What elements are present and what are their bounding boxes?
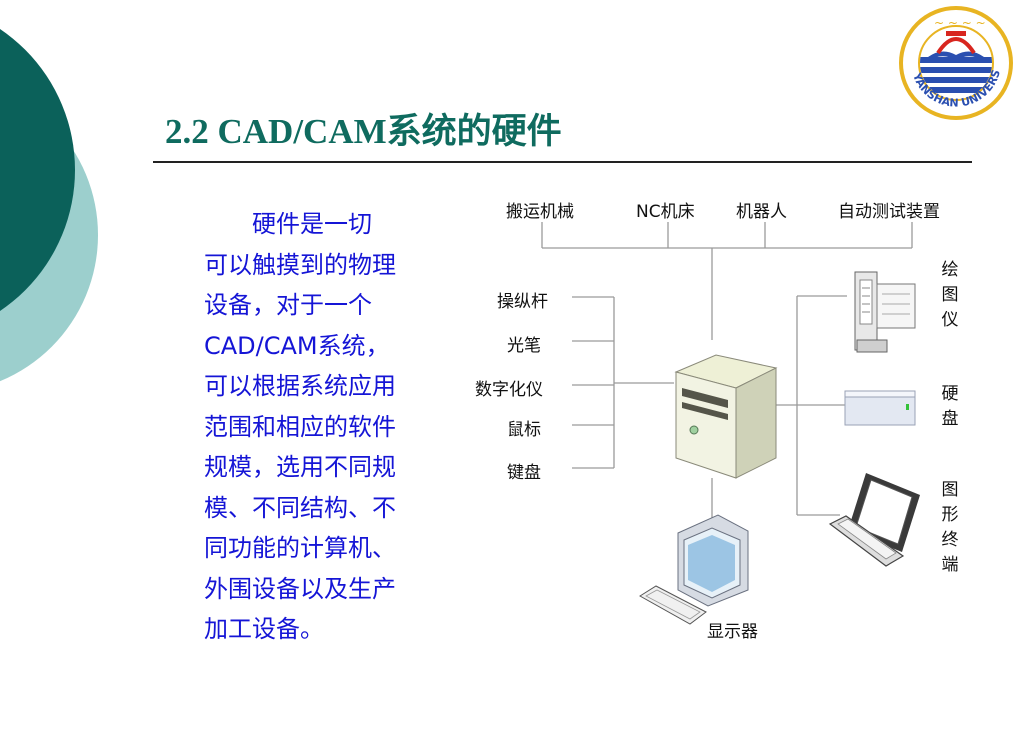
title-divider bbox=[153, 161, 972, 163]
logo-calligraphy: ~ ~ ~ ~ bbox=[934, 16, 986, 30]
label-digitizer: 数字化仪 bbox=[475, 380, 543, 400]
body-line: 加工设备。 bbox=[204, 615, 324, 643]
body-line: 硬件是一切 bbox=[204, 210, 372, 238]
deco-dark-circle bbox=[0, 29, 75, 311]
label-nc-machine: NC机床 bbox=[636, 202, 695, 222]
keyboard-icon bbox=[639, 585, 707, 625]
university-logo: YANSHAN UNIVERSITY ~ ~ ~ ~ bbox=[898, 5, 1013, 120]
label-mouse: 鼠标 bbox=[507, 420, 541, 440]
label-light-pen: 光笔 bbox=[507, 336, 541, 356]
label-keyboard: 键盘 bbox=[507, 463, 541, 483]
plotter-icon bbox=[854, 271, 916, 353]
label-robot: 机器人 bbox=[736, 202, 787, 222]
label-graphics-terminal: 图形终端 bbox=[941, 480, 959, 575]
monitor-icon bbox=[677, 514, 749, 607]
body-line: 可以根据系统应用 bbox=[204, 372, 396, 400]
decorative-circles bbox=[0, 29, 98, 382]
label-display: 显示器 bbox=[707, 622, 758, 642]
label-joystick: 操纵杆 bbox=[497, 292, 548, 312]
body-paragraph: 硬件是一切 可以触摸到的物理 设备，对于一个 CAD/CAM系统， 可以根据系统… bbox=[204, 204, 454, 650]
label-handling-machine: 搬运机械 bbox=[506, 202, 574, 222]
body-line: 设备，对于一个 bbox=[204, 291, 372, 319]
body-line: 模、不同结构、不 bbox=[204, 493, 396, 522]
label-hard-disk: 硬盘 bbox=[941, 384, 959, 429]
connector-lines bbox=[541, 222, 913, 520]
graphics-terminal-icon bbox=[828, 473, 920, 567]
body-line: 可以触摸到的物理 bbox=[204, 250, 396, 279]
body-line: 同功能的计算机、 bbox=[204, 534, 396, 562]
hard-disk-icon bbox=[844, 390, 916, 426]
slide-title: 2.2 CAD/CAM系统的硬件 bbox=[165, 112, 562, 151]
label-auto-test-device: 自动测试装置 bbox=[838, 202, 940, 222]
label-plotter: 绘图仪 bbox=[941, 260, 959, 330]
computer-tower-icon bbox=[674, 354, 778, 479]
body-line: 外围设备以及生产 bbox=[204, 574, 396, 603]
body-line: 规模，选用不同规 bbox=[204, 453, 396, 481]
body-line: 范围和相应的软件 bbox=[204, 412, 396, 441]
body-line: CAD/CAM系统， bbox=[204, 331, 390, 360]
